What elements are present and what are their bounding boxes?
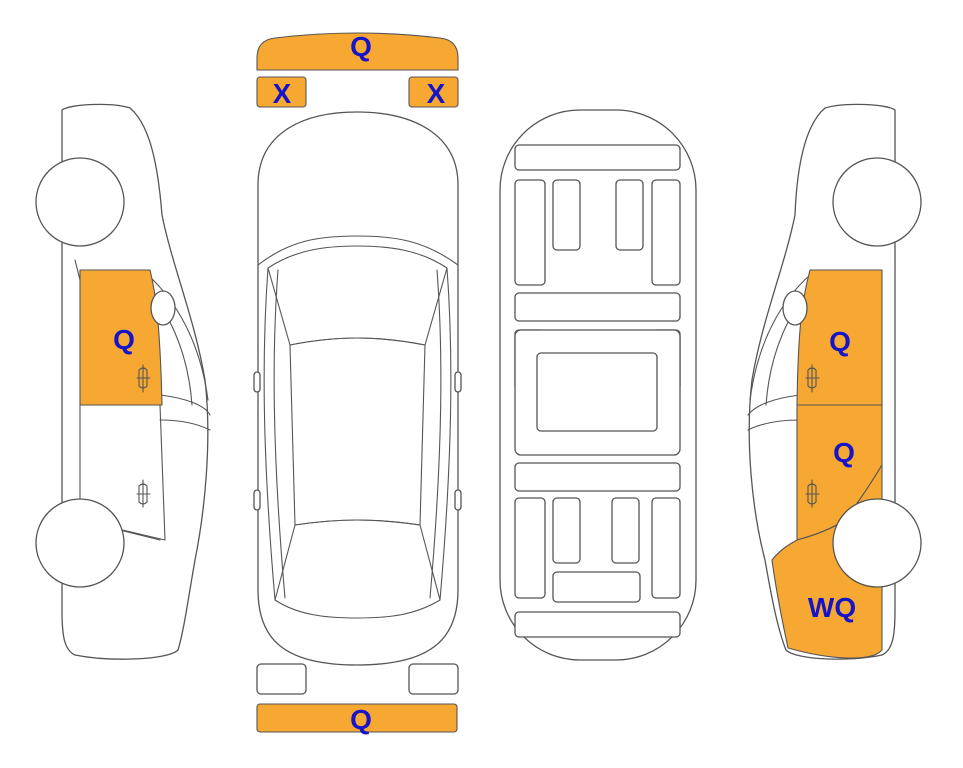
right-side-front-door-handle (805, 364, 820, 393)
right-side-front-wheel (832, 157, 922, 247)
underbody-rail-front-right (651, 179, 681, 286)
left-side-rear-door-handle (136, 364, 151, 393)
top-mirror-left-front (253, 371, 261, 393)
right-side-front-door-label: Q (829, 326, 851, 357)
left-side-quarter-window (150, 290, 176, 326)
top-headlight-left-label: X (273, 78, 292, 109)
left-side-front-door-handle (136, 479, 151, 508)
left-side-view: Q (35, 103, 211, 660)
right-side-view: Q Q WQ (747, 103, 922, 660)
underbody-crossmember-rear (514, 462, 681, 492)
left-side-rear-wheel (35, 157, 125, 247)
underbody-rail-rear-right (651, 497, 681, 599)
right-side-rear-quarter-label: WQ (808, 592, 856, 623)
top-headlight-left (256, 76, 307, 108)
top-rear-bumper-label: Q (350, 704, 372, 735)
top-taillight-right (408, 663, 459, 695)
underbody-pocket-rear-left (552, 497, 581, 564)
top-mirror-right-rear (454, 489, 462, 511)
right-side-rear-wheel (832, 498, 922, 588)
top-taillight-left (256, 663, 307, 695)
underbody-pocket-front-left (552, 179, 581, 251)
right-side-rear-door-label: Q (833, 437, 855, 468)
underbody-panel-rear (514, 611, 681, 638)
underbody-pocket-front-right (615, 179, 644, 251)
top-headlight-right (408, 76, 459, 108)
right-side-quarter-window (782, 290, 808, 326)
left-side-mirror-line (159, 394, 211, 431)
underbody-rail-rear-left (514, 497, 546, 599)
underbody-panel-front (514, 144, 681, 171)
right-side-rear-door-handle (805, 479, 820, 508)
top-rear-bumper (256, 703, 458, 733)
underbody-crossmember-front (514, 292, 681, 322)
top-headlight-right-label: X (427, 78, 446, 109)
underbody-centre-panel (536, 352, 658, 432)
right-side-mirror-line (747, 394, 801, 431)
underbody-pocket-rear-right (611, 497, 640, 564)
left-side-rear-door-label: Q (113, 324, 135, 355)
top-view: Q X X Q (253, 31, 462, 735)
underbody-panel-rear-small (552, 571, 641, 603)
top-front-bumper-label: Q (350, 31, 372, 62)
top-car-body (257, 111, 459, 666)
top-mirror-right-front (454, 371, 462, 393)
top-rear-window (274, 519, 441, 619)
top-front-bumper (256, 32, 459, 71)
top-mirror-left-rear (253, 489, 261, 511)
underbody-rail-front-left (514, 179, 546, 286)
underbody-view (499, 109, 697, 661)
top-side-line-right (429, 267, 452, 601)
top-hood-line (257, 235, 459, 266)
top-side-line-left (263, 267, 286, 601)
left-side-front-wheel (35, 498, 125, 588)
